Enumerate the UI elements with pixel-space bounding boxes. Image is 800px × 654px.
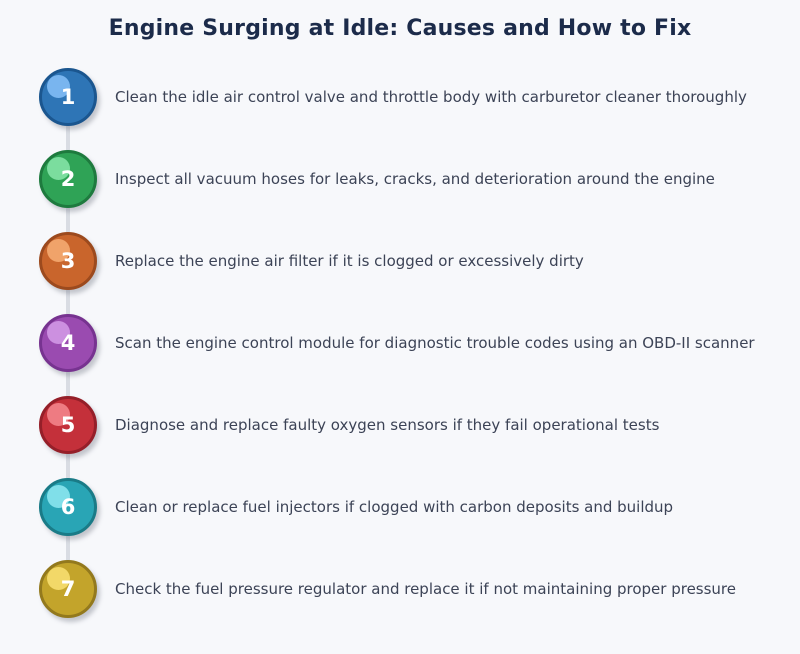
step-item: 7 Check the fuel pressure regulator and … — [0, 548, 800, 630]
step-item: 3 Replace the engine air filter if it is… — [0, 220, 800, 302]
badge-gloss-highlight — [47, 485, 70, 508]
steps-list: 1 Clean the idle air control valve and t… — [0, 56, 800, 630]
step-number: 7 — [60, 577, 76, 601]
step-item: 1 Clean the idle air control valve and t… — [0, 56, 800, 138]
step-number-badge: 4 — [39, 314, 97, 372]
step-label: Inspect all vacuum hoses for leaks, crac… — [115, 169, 715, 188]
step-number: 5 — [60, 413, 76, 437]
step-number: 4 — [60, 331, 76, 355]
badge-gloss-highlight — [47, 75, 70, 98]
badge-gloss-highlight — [47, 157, 70, 180]
step-item: 5 Diagnose and replace faulty oxygen sen… — [0, 384, 800, 466]
step-number: 6 — [60, 495, 76, 519]
step-number-badge: 2 — [39, 150, 97, 208]
step-label: Clean or replace fuel injectors if clogg… — [115, 497, 674, 516]
step-item: 6 Clean or replace fuel injectors if clo… — [0, 466, 800, 548]
step-number: 2 — [60, 167, 76, 191]
step-number-badge: 7 — [39, 560, 97, 618]
step-label: Diagnose and replace faulty oxygen senso… — [115, 415, 660, 434]
step-number: 1 — [60, 85, 76, 109]
step-number-badge: 6 — [39, 478, 97, 536]
badge-gloss-highlight — [47, 567, 70, 590]
step-number-badge: 3 — [39, 232, 97, 290]
step-item: 2 Inspect all vacuum hoses for leaks, cr… — [0, 138, 800, 220]
badge-gloss-highlight — [47, 239, 70, 262]
step-label: Clean the idle air control valve and thr… — [115, 87, 747, 106]
step-label: Replace the engine air filter if it is c… — [115, 251, 584, 270]
badge-gloss-highlight — [47, 403, 70, 426]
page-title: Engine Surging at Idle: Causes and How t… — [108, 16, 692, 41]
step-label: Check the fuel pressure regulator and re… — [115, 579, 736, 598]
step-number-badge: 5 — [39, 396, 97, 454]
step-label: Scan the engine control module for diagn… — [115, 333, 755, 352]
step-number-badge: 1 — [39, 68, 97, 126]
step-item: 4 Scan the engine control module for dia… — [0, 302, 800, 384]
badge-gloss-highlight — [47, 321, 70, 344]
step-number: 3 — [60, 249, 76, 273]
